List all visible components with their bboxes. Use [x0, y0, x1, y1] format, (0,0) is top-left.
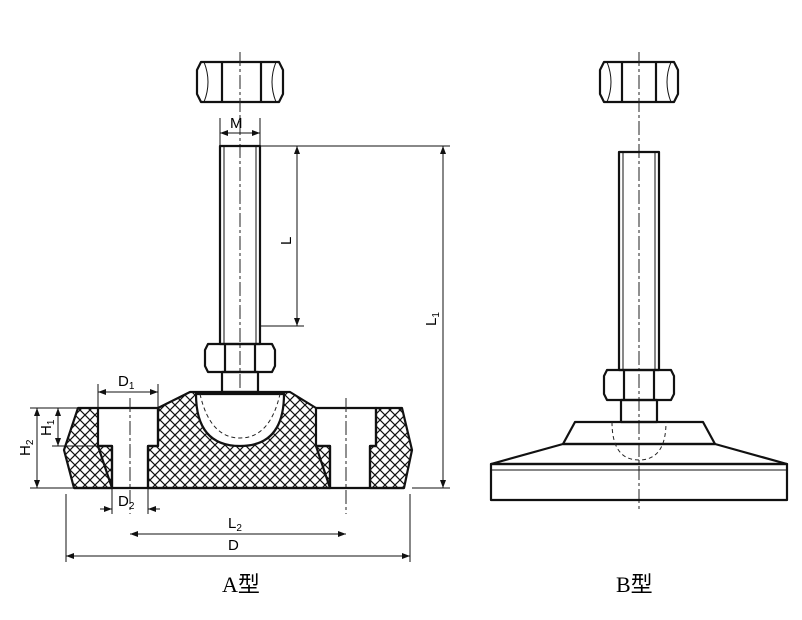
type-b-top-hex-nut	[598, 60, 680, 104]
dim-label-l: L	[278, 237, 295, 245]
dim-label-d: D	[228, 537, 239, 554]
type-a-top-hex-nut	[195, 60, 285, 104]
dim-label-m: M	[230, 115, 243, 132]
type-b-view	[489, 52, 789, 512]
type-b-base	[489, 420, 789, 502]
type-a-view	[62, 52, 414, 514]
dim-label-l2: L2	[228, 515, 242, 534]
caption-type-a: A型	[222, 572, 260, 597]
dim-label-d1: D1	[118, 373, 135, 392]
dim-label-l1: L1	[423, 312, 442, 326]
dim-label-h1: H1	[38, 419, 57, 436]
type-a-base-section	[62, 390, 414, 490]
type-a-dimensions: M L L1 D1 D2 H1	[17, 115, 450, 562]
dim-label-h2: H2	[17, 439, 36, 456]
dim-label-d2: D2	[118, 493, 135, 512]
caption-type-b: B型	[616, 572, 653, 597]
